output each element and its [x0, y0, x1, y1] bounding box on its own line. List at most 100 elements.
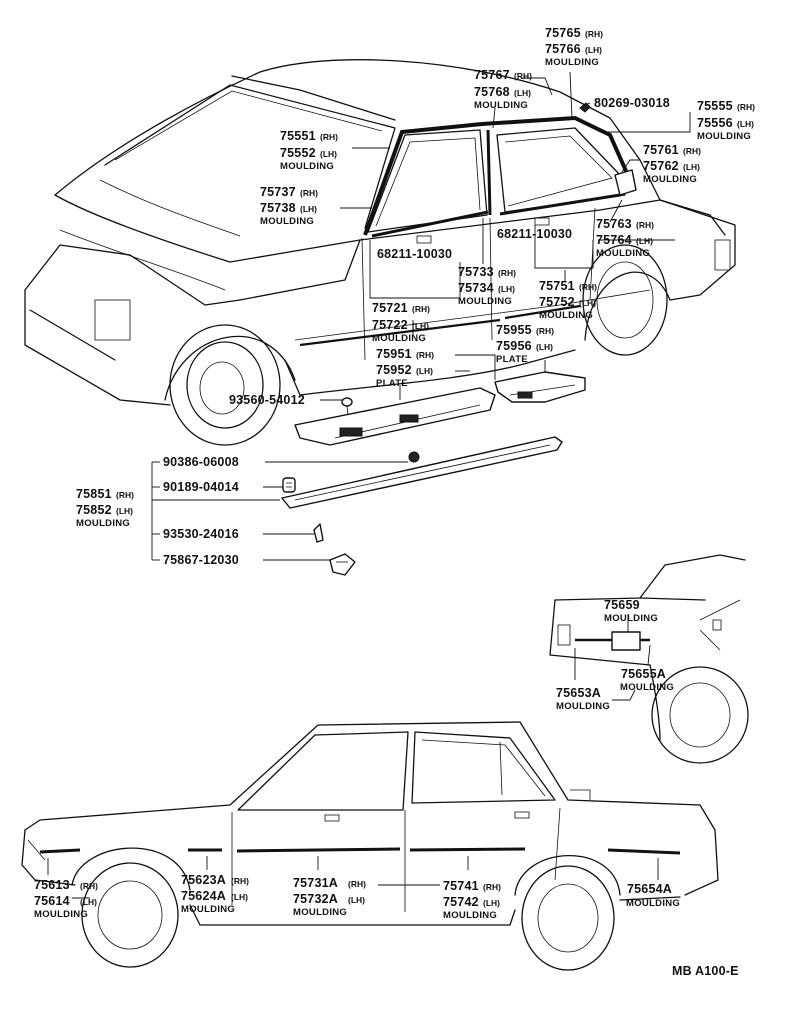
- suffix-75751: (RH): [579, 282, 597, 292]
- label-75555: 75555 (RH) 75556 (LH) MOULDING: [697, 99, 755, 142]
- pn-75742: 75742: [443, 895, 479, 909]
- label-75551: 75551 (RH) 75552 (LH) MOULDING: [280, 129, 338, 172]
- suffix-75741: (RH): [483, 882, 501, 892]
- pn-75734: 75734: [458, 281, 494, 295]
- label-75737: 75737 (RH) 75738 (LH) MOULDING: [260, 185, 318, 227]
- suffix-75765: (RH): [585, 29, 603, 39]
- bolt-93530: [313, 523, 324, 543]
- suffix-75738: (LH): [300, 204, 317, 214]
- suffix-75767: (RH): [514, 71, 532, 81]
- pn-75733: 75733: [458, 265, 494, 279]
- label-75767: 75767 (RH) 75768 (LH) MOULDING: [474, 68, 532, 111]
- label-75613: 75613 (RH) 75614 (LH) MOULDING: [34, 878, 98, 920]
- suffix-75955: (RH): [536, 326, 554, 336]
- pn-75867-12030: 75867-12030: [163, 553, 239, 567]
- suffix-75761: (RH): [683, 146, 701, 156]
- rocker-moulding: [281, 436, 563, 509]
- label-75655A: 75655A MOULDING: [620, 667, 674, 693]
- suffix-75732A: (LH): [348, 895, 365, 905]
- name-75659: MOULDING: [604, 613, 658, 624]
- pn-75956: 75956: [496, 339, 532, 353]
- suffix-75623A: (RH): [231, 876, 249, 886]
- pn-75654A: 75654A: [627, 882, 672, 896]
- suffix-75952: (LH): [416, 366, 433, 376]
- pn-75732A: 75732A: [293, 892, 338, 906]
- suffix-75766: (LH): [585, 45, 602, 55]
- pn-90386-06008: 90386-06008: [163, 455, 239, 469]
- name-75752: MOULDING: [539, 310, 593, 321]
- leader-lines: [47, 71, 691, 899]
- pn-90189-04014: 90189-04014: [163, 480, 239, 494]
- suffix-75764: (LH): [636, 236, 653, 246]
- suffix-75552: (LH): [320, 149, 337, 159]
- suffix-75762: (LH): [683, 162, 700, 172]
- suffix-75731A: (RH): [348, 879, 366, 889]
- suffix-75734: (LH): [498, 284, 515, 294]
- suffix-75556: (LH): [737, 119, 754, 129]
- label-75763: 75763 (RH) 75764 (LH) MOULDING: [596, 217, 654, 259]
- rear-detail-drawing: [549, 554, 749, 764]
- name-75742: MOULDING: [443, 910, 497, 921]
- suffix-75555: (RH): [737, 102, 755, 112]
- suffix-75851: (RH): [116, 490, 134, 500]
- pn-68211-10030-rear: 68211-10030: [497, 227, 572, 241]
- pn-75764: 75764: [596, 233, 632, 247]
- label-75761: 75761 (RH) 75762 (LH) MOULDING: [643, 143, 701, 185]
- pn-75765: 75765: [545, 26, 581, 40]
- name-75722: MOULDING: [372, 333, 426, 344]
- pn-75767: 75767: [474, 68, 510, 82]
- name-75624A: MOULDING: [181, 904, 235, 915]
- name-75653A: MOULDING: [556, 701, 610, 712]
- suffix-75624A: (LH): [231, 892, 248, 902]
- pn-75653A: 75653A: [556, 686, 601, 700]
- pn-75761: 75761: [643, 143, 679, 157]
- pn-75623A: 75623A: [181, 873, 226, 887]
- pn-93530-24016: 93530-24016: [163, 527, 239, 541]
- name-75768: MOULDING: [474, 100, 528, 111]
- pn-75737: 75737: [260, 185, 296, 199]
- name-75552: MOULDING: [280, 161, 334, 172]
- label-75733: 75733 (RH) 75734 (LH) MOULDING: [458, 265, 516, 307]
- name-75655A: MOULDING: [620, 682, 674, 693]
- label-75751: 75751 (RH) 75752 (LH) MOULDING: [539, 279, 597, 321]
- pn-68211-10030-front: 68211-10030: [377, 247, 452, 261]
- suffix-75721: (RH): [412, 304, 430, 314]
- pn-75762: 75762: [643, 159, 679, 173]
- bottom-car-drawing: [21, 721, 719, 971]
- suffix-75551: (RH): [320, 132, 338, 142]
- name-75732A: MOULDING: [293, 907, 347, 918]
- name-75738: MOULDING: [260, 216, 314, 227]
- part-labels: 75765 (RH) 75766 (LH) MOULDING 75767 (RH…: [34, 26, 755, 921]
- label-75951: 75951 (RH) 75952 (LH) PLATE: [376, 347, 434, 389]
- pn-75556: 75556: [697, 116, 733, 130]
- name-75952: PLATE: [376, 378, 408, 389]
- name-75764: MOULDING: [596, 248, 650, 259]
- name-75766: MOULDING: [545, 57, 599, 68]
- pn-75951: 75951: [376, 347, 412, 361]
- suffix-75763: (RH): [636, 220, 654, 230]
- pn-75551: 75551: [280, 129, 316, 143]
- suffix-75951: (RH): [416, 350, 434, 360]
- pn-75751: 75751: [539, 279, 575, 293]
- scuff-plate-front: [294, 387, 496, 446]
- label-75623A: 75623A (RH) 75624A (LH) MOULDING: [181, 873, 249, 915]
- pn-75741: 75741: [443, 879, 479, 893]
- label-75955: 75955 (RH) 75956 (LH) PLATE: [496, 323, 554, 365]
- pn-80269-03018: 80269-03018: [594, 96, 670, 110]
- suffix-75752: (LH): [579, 298, 596, 308]
- label-75741: 75741 (RH) 75742 (LH) MOULDING: [443, 879, 501, 921]
- suffix-75722: (LH): [412, 321, 429, 331]
- suffix-75742: (LH): [483, 898, 500, 908]
- label-75851: 75851 (RH) 75852 (LH) MOULDING: [76, 487, 134, 529]
- suffix-75614: (LH): [80, 897, 97, 907]
- suffix-75613: (RH): [80, 881, 98, 891]
- label-75659: 75659 MOULDING: [604, 598, 658, 624]
- pn-75722: 75722: [372, 318, 408, 332]
- name-75956: PLATE: [496, 354, 528, 365]
- pn-75952: 75952: [376, 363, 412, 377]
- suffix-75956: (LH): [536, 342, 553, 352]
- suffix-75737: (RH): [300, 188, 318, 198]
- suffix-75852: (LH): [116, 506, 133, 516]
- name-75654A: MOULDING: [626, 898, 680, 909]
